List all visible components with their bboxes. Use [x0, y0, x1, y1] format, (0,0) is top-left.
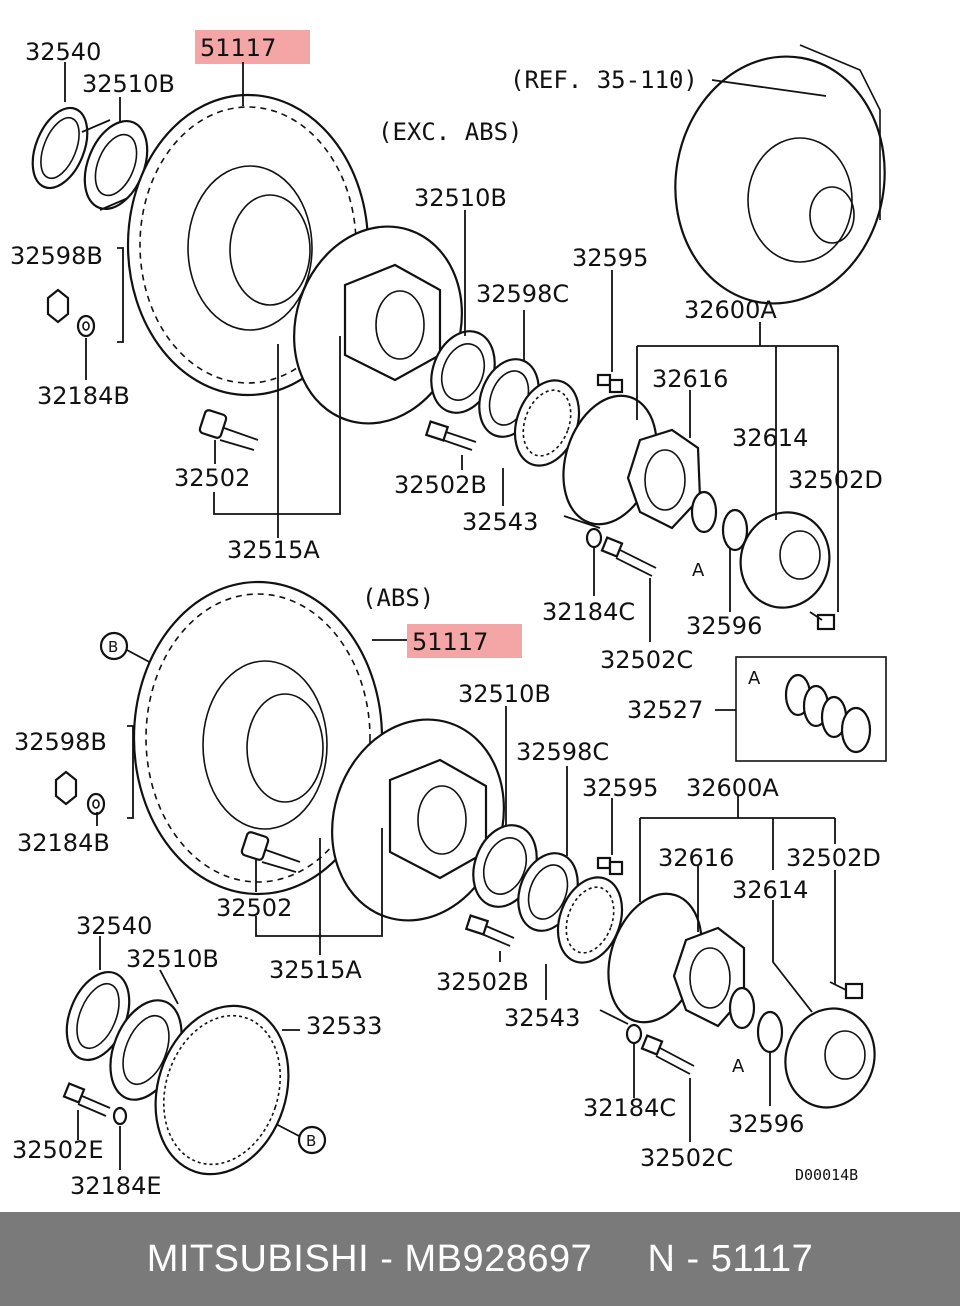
snap-ring-32596-top — [721, 508, 749, 552]
label-32510b-left-top: 32510B — [82, 70, 175, 98]
brake-disc-bottom — [132, 580, 384, 896]
label-32543-top: 32543 — [462, 508, 538, 536]
label-51117-top: 51117 — [200, 34, 276, 62]
note-ref: (REF. 35-110) — [510, 66, 698, 94]
label-32540-bottom: 32540 — [76, 912, 152, 940]
label-32184e: 32184E — [70, 1172, 162, 1200]
callout-b-circle-bottom: B — [275, 1123, 327, 1155]
label-32598c-top: 32598C — [476, 280, 569, 308]
free-wheel-hub-top — [562, 394, 702, 530]
label-32533: 32533 — [306, 1012, 382, 1040]
label-32600a-bottom: 32600A — [686, 774, 779, 802]
bolt-32595-bottom — [596, 856, 624, 876]
wheel-stud-top — [198, 409, 259, 451]
bolt-32502c-bottom — [640, 1034, 695, 1075]
label-51117-bottom: 51117 — [412, 628, 488, 656]
label-32540-top: 32540 — [25, 38, 101, 66]
label-32184c-bottom: 32184C — [583, 1094, 676, 1122]
reference-drum-assembly — [674, 44, 886, 305]
callout-b-bottom: B — [306, 1132, 316, 1150]
part-number-text: MITSUBISHI - MB928697 N - 51117 — [146, 1237, 814, 1280]
label-32502c-bottom: 32502C — [640, 1144, 733, 1172]
oil-seal-top — [31, 106, 89, 190]
abs-rotor-32533 — [154, 1004, 290, 1176]
kit-callout-a: A — [748, 668, 761, 689]
parts-diagram: 32540 32510B 51117 (EXC. ABS) (REF. 35-1… — [10, 30, 887, 1200]
bolt-32502c-top — [600, 536, 657, 577]
label-32502b-top: 32502B — [394, 471, 487, 499]
washer-32184b-top — [76, 314, 96, 338]
label-32184b-bottom: 32184B — [17, 829, 110, 857]
label-32598b-top: 32598B — [10, 242, 103, 270]
note-exc-abs: (EXC. ABS) — [378, 118, 523, 146]
oil-seal-bottom — [65, 970, 131, 1062]
snap-ring-a-top — [690, 490, 718, 534]
hub-bottom — [331, 718, 505, 922]
nut-32598b-bottom — [54, 770, 78, 806]
label-32502c-top: 32502C — [600, 646, 693, 674]
snap-ring-32596-bottom — [756, 1010, 784, 1054]
label-32502e: 32502E — [12, 1136, 104, 1164]
leaders-bottom — [77, 706, 836, 1170]
label-32502-bottom: 32502 — [216, 894, 292, 922]
hub-top — [293, 225, 463, 425]
label-32616-bottom: 32616 — [658, 844, 734, 872]
washer-32184c-bottom — [625, 1023, 643, 1045]
label-32595-top: 32595 — [572, 244, 648, 272]
bolt-32502b-bottom — [464, 914, 515, 947]
leaders-top — [64, 62, 839, 642]
label-32596-top: 32596 — [686, 612, 762, 640]
kit-box-32527 — [715, 656, 887, 762]
label-32502d-top: 32502D — [788, 466, 883, 494]
part-info-footer: MITSUBISHI - MB928697 N - 51117 — [0, 1212, 960, 1306]
highlight-top-51117 — [195, 30, 310, 64]
wheel-stud-bottom — [240, 831, 301, 873]
callout-a-bottom: A — [732, 1056, 745, 1077]
label-32515a-top: 32515A — [227, 536, 320, 564]
label-32614-bottom: 32614 — [732, 876, 808, 904]
label-32502d-bottom: 32502D — [786, 844, 881, 872]
hub-knob-32614-bottom — [784, 1007, 876, 1109]
washer-32184c-top — [585, 527, 603, 549]
lock-washer-32543-bottom — [556, 876, 624, 964]
nut-32598b-top — [46, 288, 70, 324]
label-32502-top: 32502 — [174, 464, 250, 492]
note-abs: (ABS) — [362, 584, 434, 612]
bolt-32502d-bottom — [829, 981, 864, 1000]
highlight-bottom-51117 — [407, 624, 522, 658]
label-32614-top: 32614 — [732, 424, 808, 452]
washer-32184e — [112, 1106, 128, 1126]
bolt-32502e — [62, 1082, 111, 1117]
label-32543-bottom: 32543 — [504, 1004, 580, 1032]
label-32510b-bottom: 32510B — [458, 680, 551, 708]
hub-knob-32614-top — [739, 511, 831, 609]
label-32600a-top: 32600A — [684, 296, 777, 324]
label-32515a-bottom: 32515A — [269, 956, 362, 984]
label-32510b-top: 32510B — [414, 184, 507, 212]
washer-32184b-bottom — [86, 792, 106, 816]
free-wheel-hub-bottom — [607, 892, 746, 1028]
label-32510b-left-bottom: 32510B — [126, 945, 219, 973]
label-32184c-top: 32184C — [542, 598, 635, 626]
label-32596-bottom: 32596 — [728, 1110, 804, 1138]
label-32502b-bottom: 32502B — [436, 968, 529, 996]
label-32598b-bottom: 32598B — [14, 728, 107, 756]
diagram-code: D00014B — [795, 1166, 858, 1184]
bolt-32595-top — [596, 373, 624, 394]
label-32595-bottom: 32595 — [582, 774, 658, 802]
label-32527: 32527 — [627, 696, 703, 724]
label-32598c-bottom: 32598C — [516, 738, 609, 766]
bolt-32502d-top — [809, 611, 836, 631]
bolt-32502b-top — [424, 420, 477, 451]
label-32184b-top: 32184B — [37, 382, 130, 410]
label-32616-top: 32616 — [652, 365, 728, 393]
callout-a-top: A — [692, 560, 705, 581]
snap-ring-a-bottom — [728, 986, 756, 1030]
callout-b-top: B — [108, 638, 118, 656]
